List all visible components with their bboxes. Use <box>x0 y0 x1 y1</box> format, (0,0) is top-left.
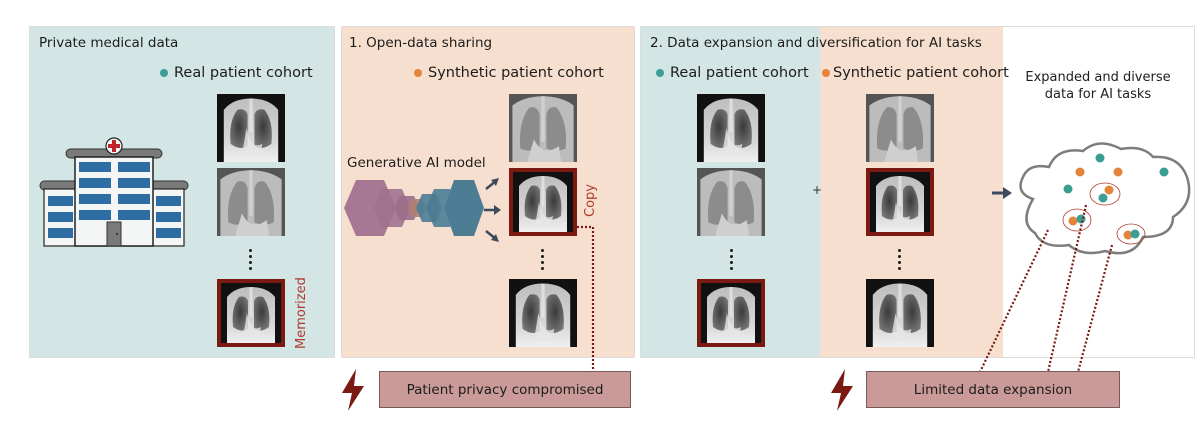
panel-title: 2. Data expansion and diversification fo… <box>650 35 982 51</box>
arrow-right-icon <box>992 187 1012 199</box>
xray-image <box>866 279 934 347</box>
synthetic-cohort-dot-icon <box>414 69 422 77</box>
private-medical-data-panel: Private medical data Real patient cohort… <box>29 26 335 358</box>
legend-real-cohort: Real patient cohort <box>656 65 809 81</box>
legend-label: Real patient cohort <box>670 65 809 81</box>
cloud-title-line: data for AI tasks <box>1044 87 1152 102</box>
synthetic-dot <box>1113 167 1123 177</box>
plus-icon: + <box>812 183 823 197</box>
xray-image <box>866 94 934 162</box>
generative-model-label: Generative AI model <box>347 155 486 171</box>
xray-image <box>217 168 285 236</box>
ellipsis-icon <box>249 249 253 273</box>
duplicate-highlight <box>1116 223 1146 245</box>
xray-image <box>509 279 577 347</box>
alert-patient-privacy: Patient privacy compromised <box>379 371 631 408</box>
copied-xray-image <box>509 168 577 236</box>
xray-image <box>509 94 577 162</box>
legend-label: Synthetic patient cohort <box>833 65 1009 81</box>
panel-title: Private medical data <box>39 35 179 51</box>
output-arrows-icon <box>484 178 501 242</box>
synthetic-dot <box>1068 216 1078 226</box>
lightning-bolt-icon <box>342 369 364 411</box>
ellipsis-icon <box>541 249 545 273</box>
alert-label: Limited data expansion <box>913 381 1073 398</box>
legend-label: Synthetic patient cohort <box>428 65 604 81</box>
generative-ai-model-icon <box>344 180 484 236</box>
expanded-data-cloud-icon <box>1019 142 1191 255</box>
real-dot <box>1130 229 1140 239</box>
memorized-xray-image <box>217 279 285 347</box>
cloud-title-line: Expanded and diverse <box>1025 70 1171 85</box>
legend-synthetic-cohort: Synthetic patient cohort <box>822 65 1009 81</box>
alert-limited-expansion: Limited data expansion <box>866 371 1120 408</box>
real-dot <box>1095 153 1105 163</box>
legend-synthetic-cohort: Synthetic patient cohort <box>414 65 604 81</box>
panel-title: 1. Open-data sharing <box>349 35 493 51</box>
ellipsis-icon <box>730 249 734 273</box>
ellipsis-icon <box>898 249 902 273</box>
real-dot <box>1098 193 1108 203</box>
memorized-xray-image <box>697 279 765 347</box>
synthetic-cohort-dot-icon <box>822 69 830 77</box>
xray-image <box>697 168 765 236</box>
legend-real-cohort: Real patient cohort <box>160 65 313 81</box>
alert-label: Patient privacy compromised <box>406 381 604 398</box>
synthetic-dot <box>1075 167 1085 177</box>
duplicate-highlight <box>1089 182 1121 206</box>
lightning-bolt-icon <box>831 369 853 411</box>
data-expansion-panel: 2. Data expansion and diversification fo… <box>640 26 1195 358</box>
copy-label: Copy <box>583 184 598 217</box>
open-data-sharing-panel: 1. Open-data sharing Synthetic patient c… <box>341 26 635 358</box>
copied-xray-image <box>866 168 934 236</box>
memorized-label: Memorized <box>294 277 309 349</box>
real-dot <box>1063 184 1073 194</box>
xray-image <box>217 94 285 162</box>
hospital-icon <box>39 137 189 247</box>
real-cohort-dot-icon <box>160 69 168 77</box>
synthetic-dot <box>1104 185 1114 195</box>
real-dot <box>1076 214 1086 224</box>
real-cohort-dot-icon <box>656 69 664 77</box>
legend-label: Real patient cohort <box>174 65 313 81</box>
xray-image <box>697 94 765 162</box>
synthetic-dot <box>1123 230 1133 240</box>
cloud-title: Expanded and diverse data for AI tasks <box>1013 69 1183 103</box>
real-dot <box>1159 167 1169 177</box>
